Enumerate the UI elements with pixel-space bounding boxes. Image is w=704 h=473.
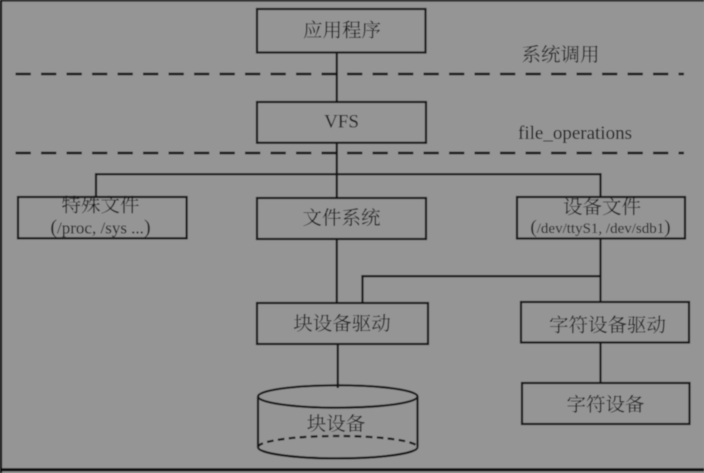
svg-text:(/dev/ttyS1, /dev/sdb1): (/dev/ttyS1, /dev/sdb1) bbox=[530, 217, 670, 238]
svg-text:VFS: VFS bbox=[324, 112, 359, 133]
svg-text:(/proc, /sys ...): (/proc, /sys ...) bbox=[50, 216, 150, 238]
svg-text:file_operations: file_operations bbox=[518, 123, 632, 144]
